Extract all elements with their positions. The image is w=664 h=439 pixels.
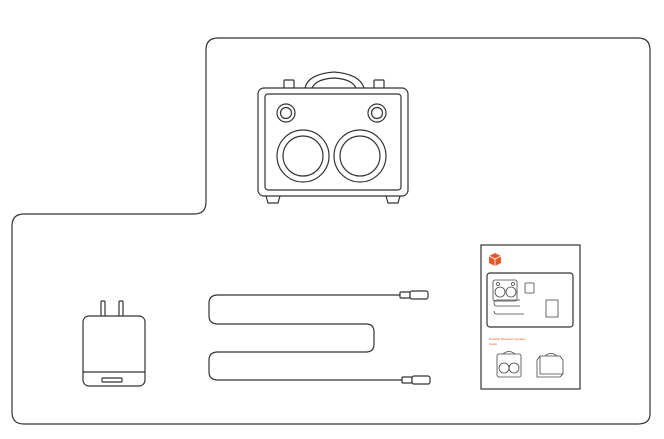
package-tray-outline bbox=[11, 37, 651, 425]
power-adapter-icon bbox=[82, 300, 146, 387]
speaker-icon bbox=[257, 71, 409, 204]
manual-subtitle: Guide bbox=[489, 342, 497, 346]
manual-booklet-icon: Portable Bluetooth Speaker Guide bbox=[480, 244, 581, 390]
manual-title: Portable Bluetooth Speaker bbox=[489, 337, 526, 341]
usb-cable-icon bbox=[208, 290, 429, 353]
usb-cable-icon bbox=[208, 351, 431, 385]
box-logo-icon bbox=[488, 253, 502, 266]
